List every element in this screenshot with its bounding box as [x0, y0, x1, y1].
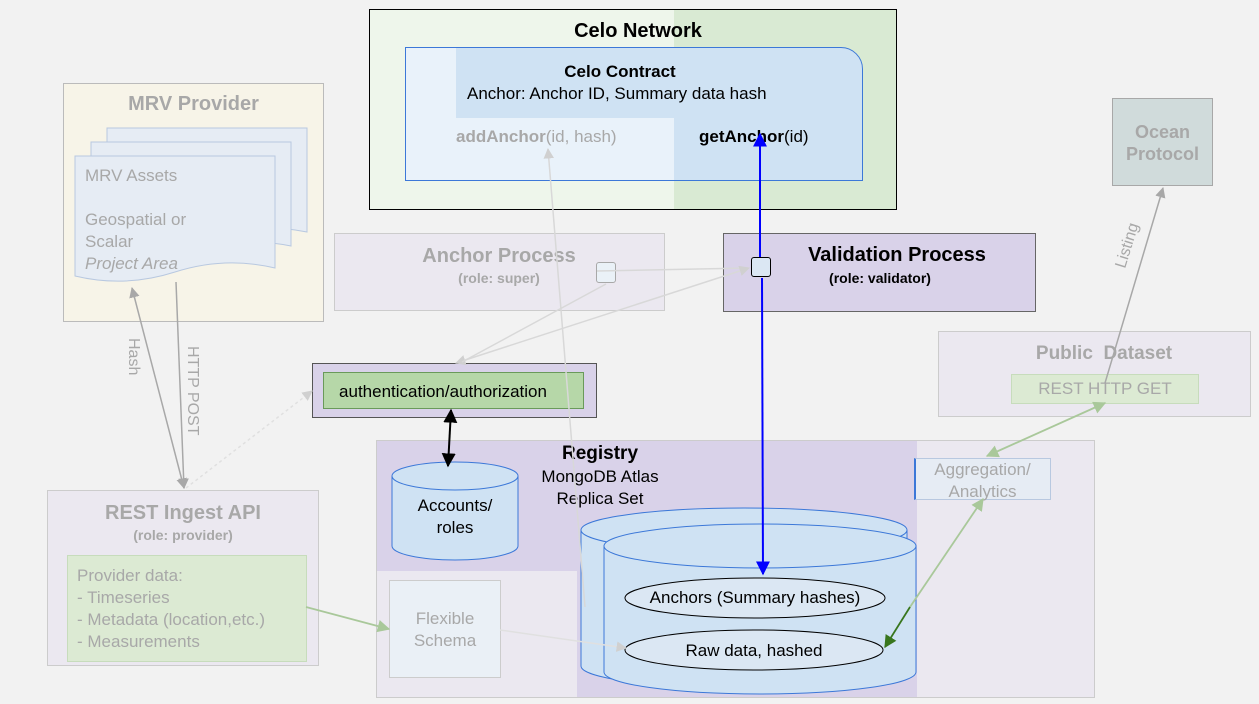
- celo-network-title: Celo Network: [574, 20, 702, 42]
- hash-arrow: [129, 286, 187, 490]
- provider-data-box: [67, 555, 307, 662]
- mrv-assets-line1: MRV Assets: [85, 166, 178, 185]
- accounts-line1: Accounts/: [417, 496, 493, 515]
- schema-to-raw-arrow: [499, 629, 628, 652]
- provider-data-line3: - Metadata (location,etc.): [77, 610, 266, 629]
- aggregation-to-raw-arrow-dark: [884, 606, 911, 649]
- ingest-to-auth-arrow: [185, 390, 313, 489]
- ocean-protocol-line2: Protocol: [1125, 144, 1199, 164]
- validation-process-role: (role: validator): [829, 270, 931, 286]
- celo-contract-description: Anchor: Anchor ID, Summary data hash: [467, 84, 767, 103]
- registry-line1: MongoDB Atlas: [541, 467, 659, 486]
- rest-ingest-title: REST Ingest API: [105, 502, 261, 524]
- provider-data-line4: - Measurements: [77, 632, 200, 651]
- validation-process-port[interactable]: [751, 257, 771, 277]
- mrv-assets-line3: Scalar: [85, 232, 134, 251]
- accounts-roles-cylinder: [391, 461, 519, 561]
- aggregation-to-rest-get-arrow: [985, 401, 1107, 458]
- get-anchor-args: (id): [784, 127, 809, 146]
- aggregation-box[interactable]: [914, 458, 1051, 500]
- rest-get-box[interactable]: [1011, 374, 1199, 404]
- add-anchor-method: addAnchor(id, hash): [456, 127, 656, 147]
- provider-data-line2: - Timeseries: [77, 588, 170, 607]
- auth-to-validation-arrow: [455, 265, 750, 366]
- add-anchor-args: (id, hash): [545, 127, 617, 146]
- http-post-label: HTTP POST: [184, 346, 201, 436]
- ocean-protocol-box: [1112, 98, 1213, 186]
- auth-box[interactable]: [323, 372, 584, 409]
- flexible-schema-box[interactable]: [389, 580, 501, 678]
- celo-contract-faded-bottom: [456, 118, 674, 180]
- provider-data-line1: Provider data:: [77, 566, 183, 585]
- anchor-process-title: Anchor Process: [422, 245, 576, 267]
- registry-line2: Replica Set: [556, 489, 644, 508]
- public-dataset-title: Public Dataset: [1035, 343, 1173, 364]
- registry-to-add-anchor-arrow: [543, 147, 586, 608]
- rest-get-label: REST HTTP GET: [1038, 379, 1172, 398]
- raw-data-label: Raw data, hashed: [685, 641, 823, 660]
- accounts-line2: roles: [436, 518, 474, 537]
- mrv-assets-line4: Project Area: [85, 254, 178, 273]
- rest-ingest-role: (role: provider): [133, 527, 233, 543]
- ocean-protocol-line1: Ocean: [1134, 122, 1191, 142]
- add-anchor-name: addAnchor: [456, 127, 546, 146]
- mrv-assets-line2: Geospatial or: [85, 210, 187, 229]
- aggregation-to-raw-arrow-light: [909, 497, 984, 608]
- validation-process-box: [723, 233, 1036, 312]
- flexible-schema-line1: Flexible: [415, 609, 475, 628]
- listing-label: Listing: [1113, 221, 1143, 270]
- auth-label: authentication/authorization: [339, 382, 547, 401]
- provider-data-to-schema-arrow: [305, 606, 391, 633]
- validation-process-title: Validation Process: [808, 244, 986, 266]
- validation-to-anchors-arrow: [755, 277, 770, 576]
- anchors-label: Anchors (Summary hashes): [649, 588, 861, 607]
- aggregation-line1: Aggregation/: [934, 460, 1031, 479]
- mrv-provider-title: MRV Provider: [128, 93, 259, 115]
- celo-contract-faded-left: [406, 48, 456, 180]
- aggregation-line2: Analytics: [948, 482, 1017, 501]
- registry-title: Registry: [561, 443, 639, 464]
- auth-to-accounts-arrow: [441, 408, 458, 468]
- anchors-ellipse: [624, 577, 886, 619]
- listing-arrow: [1104, 186, 1166, 384]
- mrv-assets-document-stack: [74, 127, 308, 282]
- http-post-arrow: [175, 281, 189, 490]
- anchor-to-auth-link: [461, 283, 607, 363]
- hash-label: Hash: [125, 338, 142, 375]
- validation-to-anchor-link: [596, 267, 749, 272]
- celo-contract-title: Celo Contract: [564, 62, 676, 81]
- flexible-schema-line2: Schema: [413, 631, 477, 650]
